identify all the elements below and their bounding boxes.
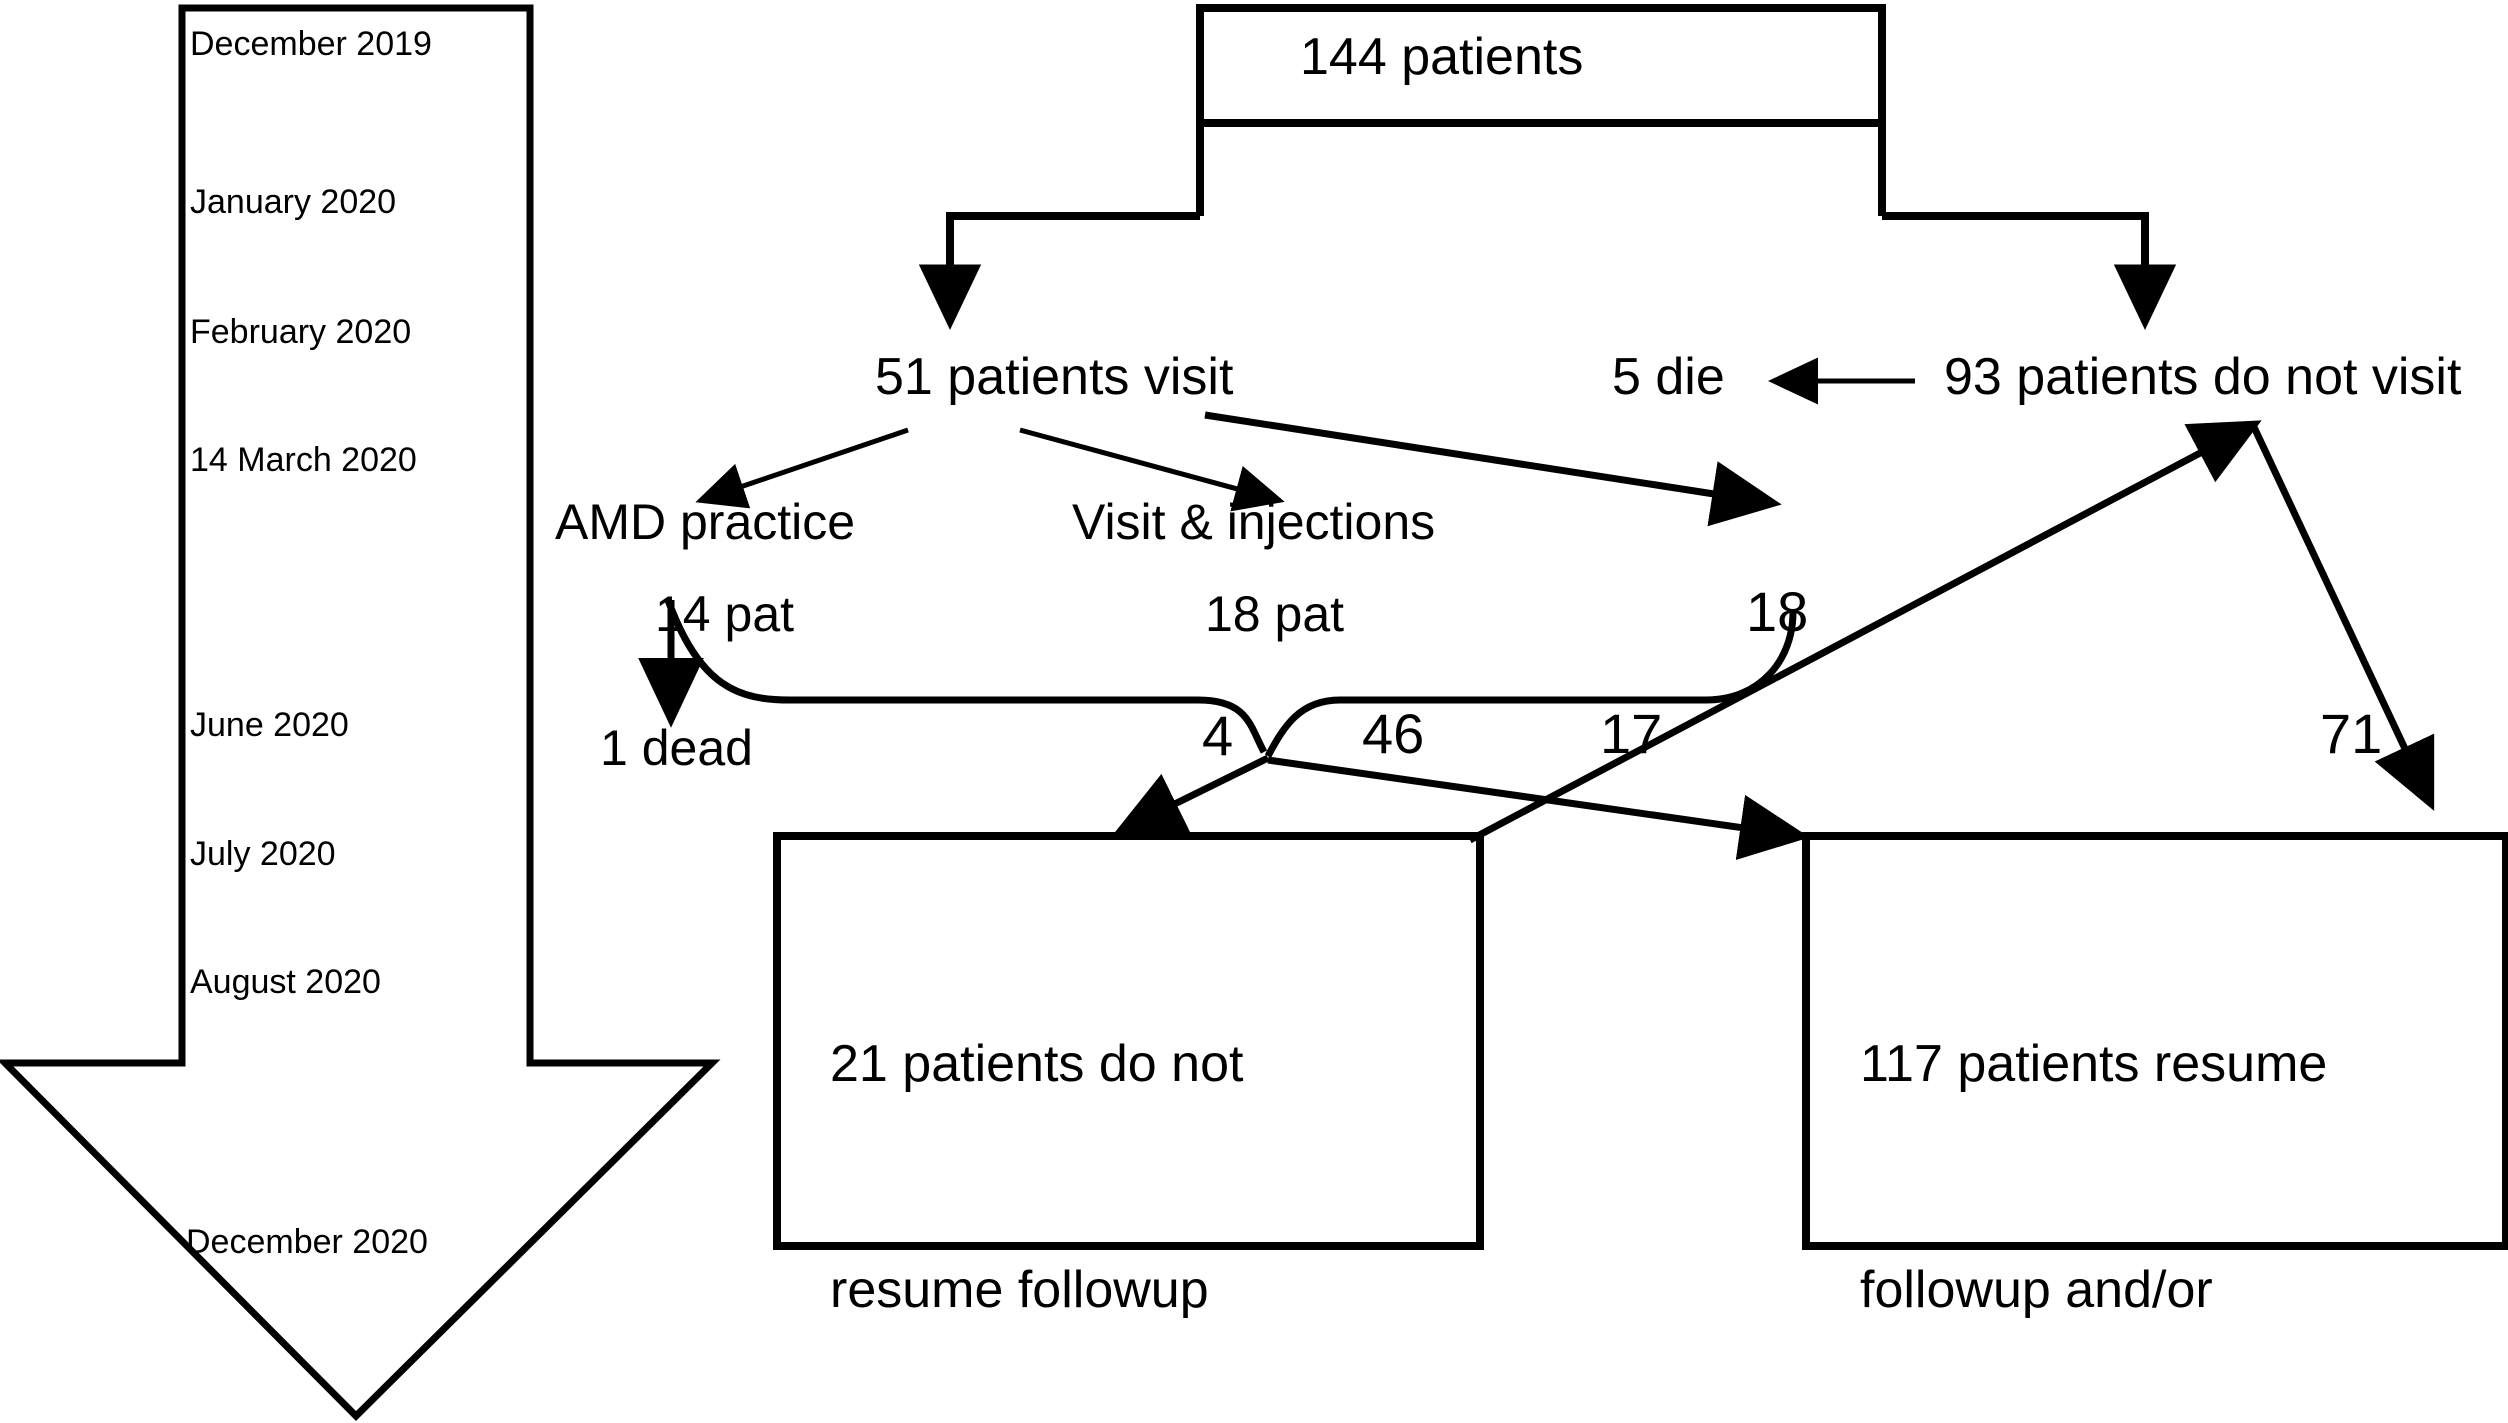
branch-connector-right	[1882, 212, 2177, 331]
node-die-label: 5 die	[1612, 348, 1725, 406]
edge-peak-right-leg	[2249, 423, 2435, 811]
right-outcome-line-0: 117 patients resume	[1860, 1034, 2328, 1093]
edge-label-17: 17	[1600, 702, 1663, 765]
edge-label-4: 4	[1202, 704, 1234, 767]
node-visit-injections-label: Visit & injections	[1072, 494, 1436, 550]
root-box-stem	[1196, 123, 1886, 216]
node-root-label: 144 patients	[1300, 28, 1584, 86]
left-outcome-box-text: 21 patients do not resume followup and/o…	[830, 876, 1470, 1423]
left-outcome-box	[773, 832, 1484, 1250]
node-visit-injections-count: 18 pat	[1205, 586, 1345, 642]
timeline-date-6: August 2020	[190, 963, 381, 1001]
node-amd-practice-count: 14 pat	[655, 586, 795, 642]
edge-amd-curve-to-node4	[664, 598, 1268, 754]
edge-node4-to-right-box	[1267, 756, 1810, 861]
timeline-date-7: December 2020	[186, 1223, 428, 1261]
timeline-date-0: December 2019	[190, 25, 432, 63]
edge-label-18: 18	[1746, 580, 1809, 643]
node-visit-label: 51 patients visit	[875, 348, 1234, 406]
branch-connector-left	[918, 212, 1200, 331]
node-dead-label: 1 dead	[600, 720, 753, 776]
edge-label-71: 71	[2320, 702, 2383, 765]
left-outcome-line-1: resume followup	[830, 1260, 1209, 1319]
edge-visit-to-amd	[695, 427, 909, 509]
timeline-date-4: June 2020	[190, 706, 349, 744]
timeline-arrow-shape	[0, 4, 721, 1421]
timeline-date-3: 14 March 2020	[190, 441, 417, 479]
timeline-date-2: February 2020	[190, 313, 412, 351]
node-no-visit-label: 93 patients do not visit	[1944, 348, 2462, 406]
edge-visit-to-injections	[1019, 427, 1285, 512]
timeline-date-1: January 2020	[190, 183, 397, 221]
edge-peak-left-leg	[1468, 420, 2262, 844]
timeline-date-5: July 2020	[190, 835, 336, 873]
edge-injections-curve-to-node4	[1264, 611, 1797, 758]
right-outcome-box	[1802, 832, 2508, 1250]
node-amd-practice-label: AMD practice	[555, 494, 856, 550]
right-outcome-line-1: followup and/or	[1860, 1260, 2213, 1319]
root-box	[1196, 4, 1886, 127]
left-outcome-line-0: 21 patients do not	[830, 1034, 1244, 1093]
edge-visit-to-eighteen	[1204, 411, 1782, 527]
edge-label-46: 46	[1362, 702, 1425, 765]
edge-node4-to-left-box	[1113, 754, 1270, 835]
right-outcome-box-text: 117 patients resume followup and/or trea…	[1860, 876, 2500, 1423]
